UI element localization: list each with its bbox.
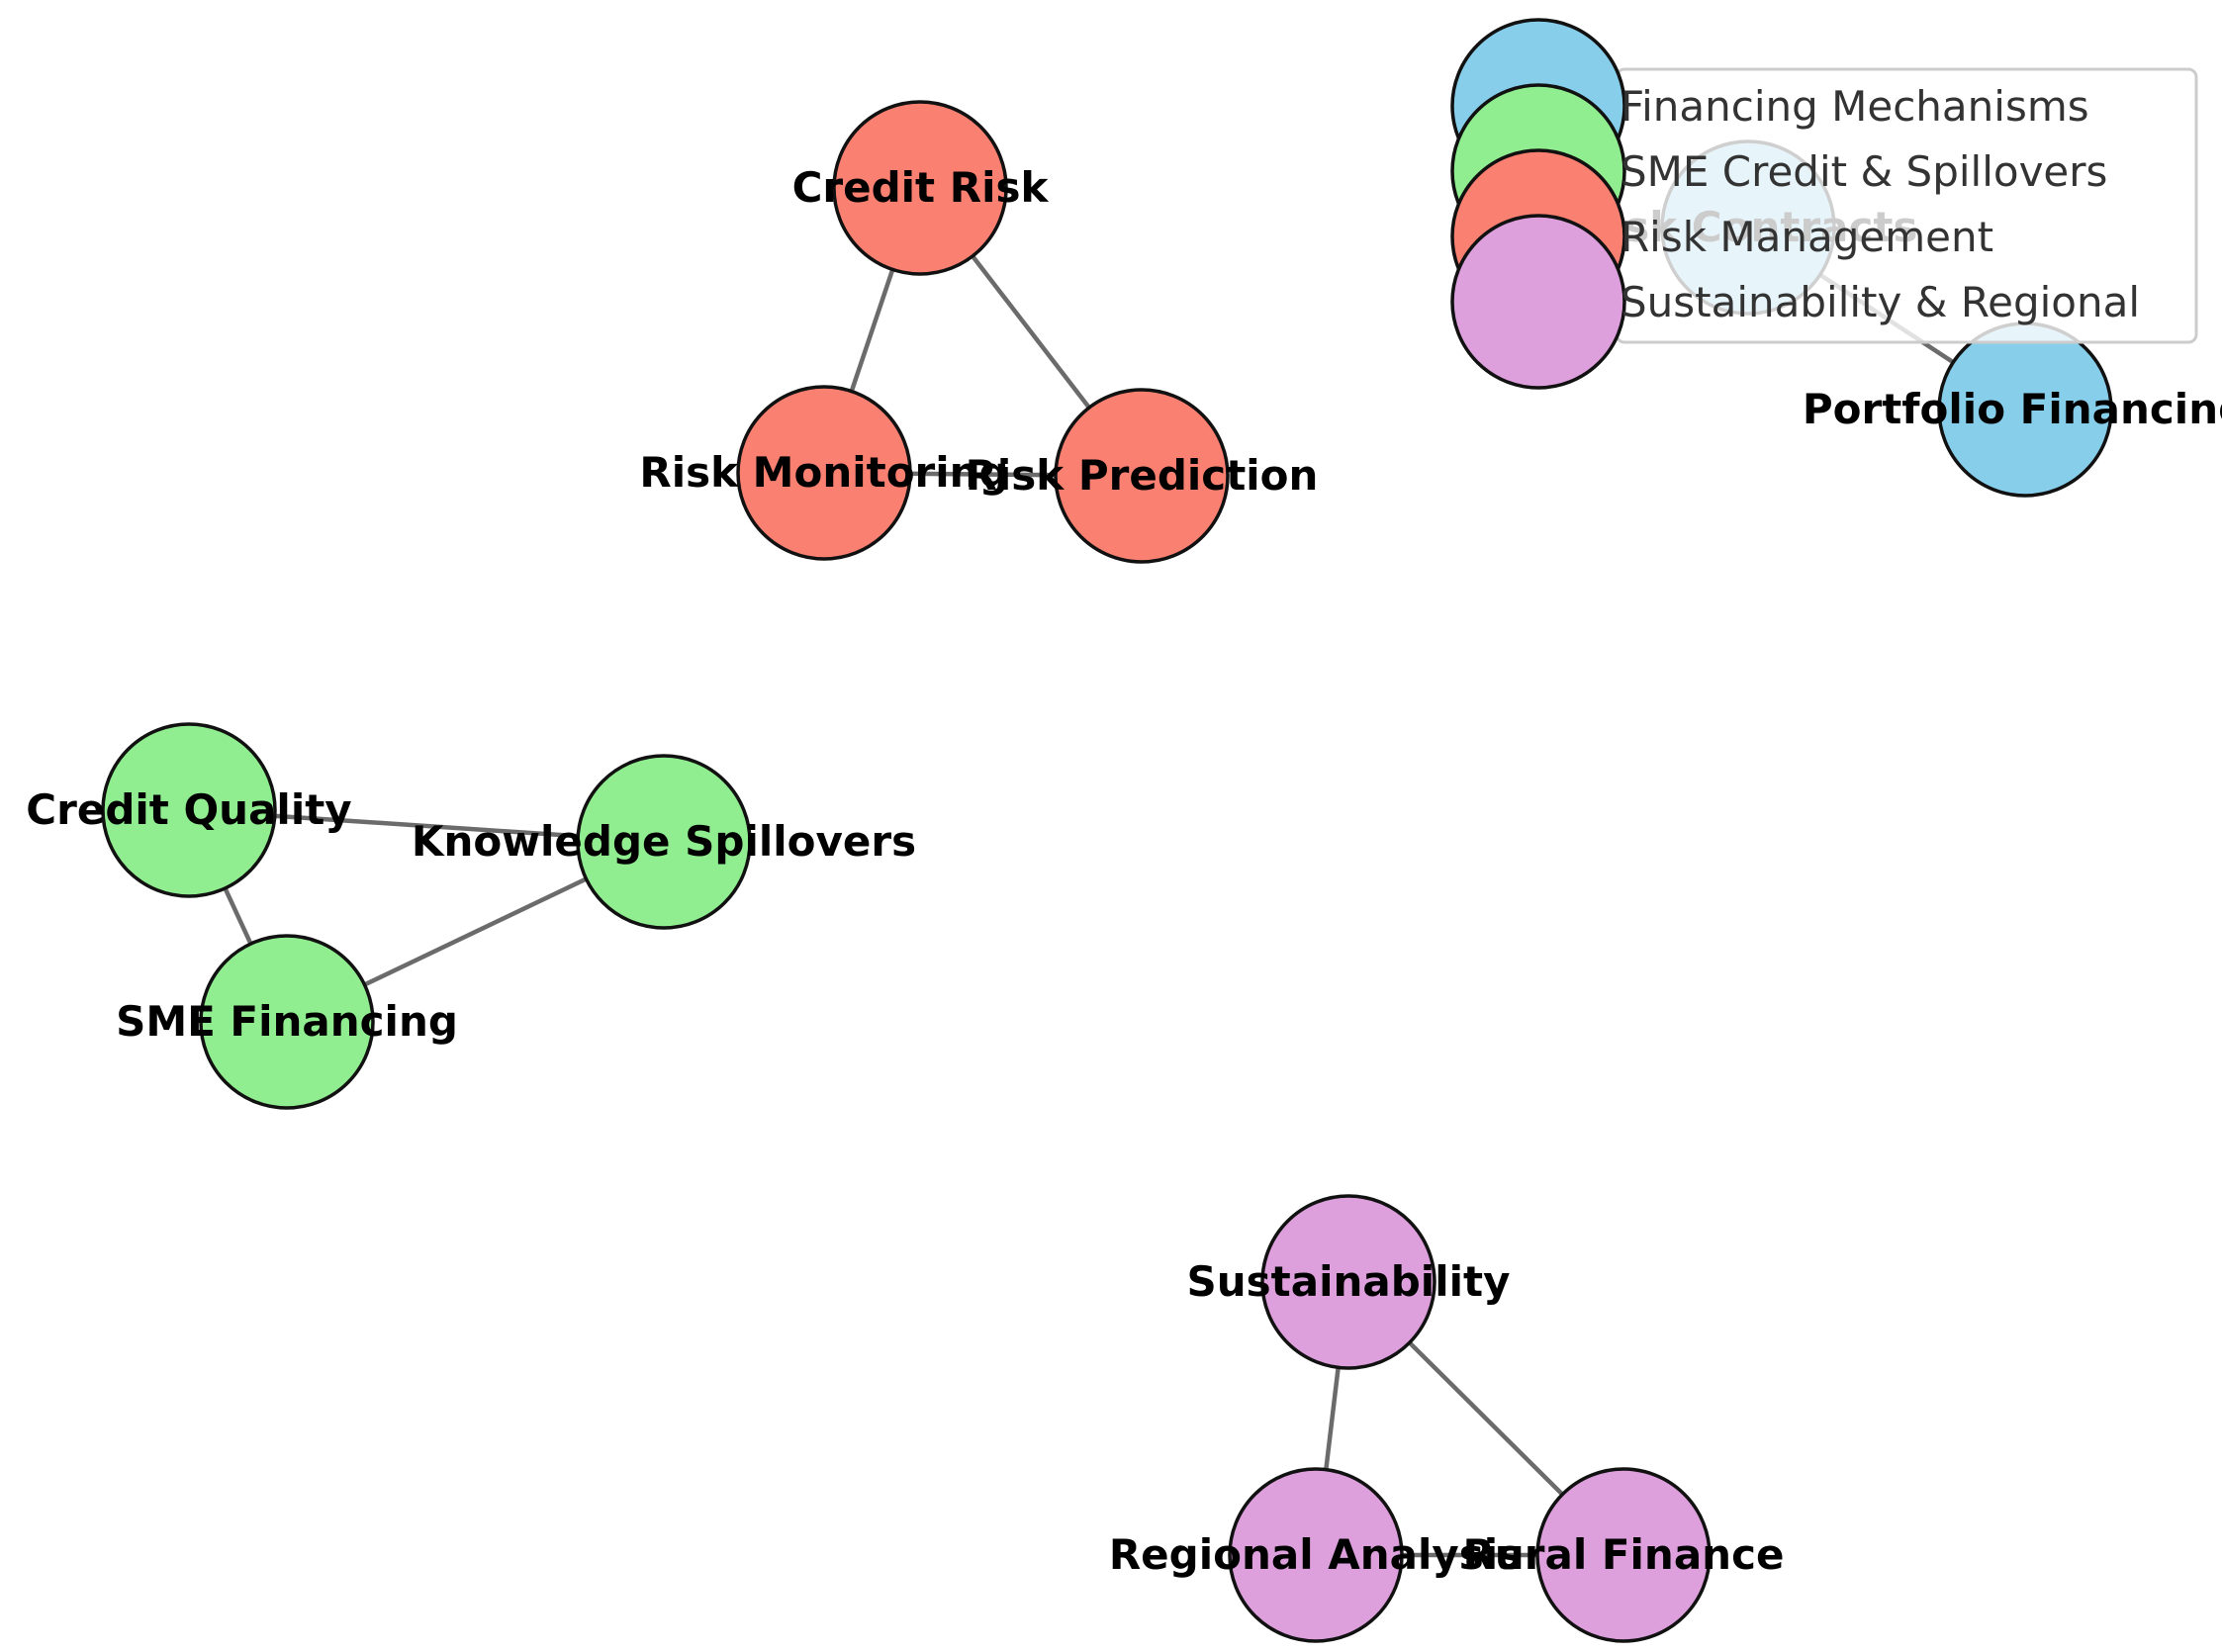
nodes-layer (101, 100, 2113, 1643)
node-label-sustainability: Sustainability (1187, 1257, 1511, 1306)
node-sustainability[interactable] (1260, 1194, 1436, 1370)
edges-layer (186, 186, 2027, 1558)
legend-label-financing_mechanisms: Financing Mechanisms (1620, 82, 2089, 131)
node-label-rural-finance: Rural Finance (1463, 1530, 1785, 1579)
node-label-risk-monitoring: Risk Monitoring (639, 448, 1008, 497)
node-label-credit-risk: Credit Risk (792, 163, 1050, 212)
node-regional-analysis[interactable] (1228, 1467, 1404, 1643)
node-credit-risk[interactable] (832, 100, 1008, 276)
node-label-credit-quality: Credit Quality (26, 785, 351, 834)
legend-label-risk_management: Risk Management (1620, 213, 1993, 261)
legend-label-sustainability_regional: Sustainability & Regional (1620, 278, 2140, 326)
node-label-portfolio-financing: Portfolio Financing (1803, 385, 2222, 433)
node-label-knowledge-spillovers: Knowledge Spillovers (412, 817, 916, 866)
node-risk-monitoring[interactable] (736, 385, 912, 561)
node-label-risk-prediction: Risk Prediction (966, 451, 1319, 500)
node-sme-financing[interactable] (199, 934, 375, 1110)
legend-marker-sustainability_regional (1450, 214, 1626, 390)
node-credit-quality[interactable] (101, 722, 277, 898)
node-risk-prediction[interactable] (1054, 388, 1230, 564)
node-rural-finance[interactable] (1535, 1467, 1712, 1643)
node-label-regional-analysis: Regional Analysis (1109, 1530, 1523, 1579)
legend-label-sme_credit_spillovers: SME Credit & Spillovers (1620, 147, 2107, 196)
node-label-sme-financing: SME Financing (116, 997, 458, 1046)
node-knowledge-spillovers[interactable] (576, 754, 752, 930)
